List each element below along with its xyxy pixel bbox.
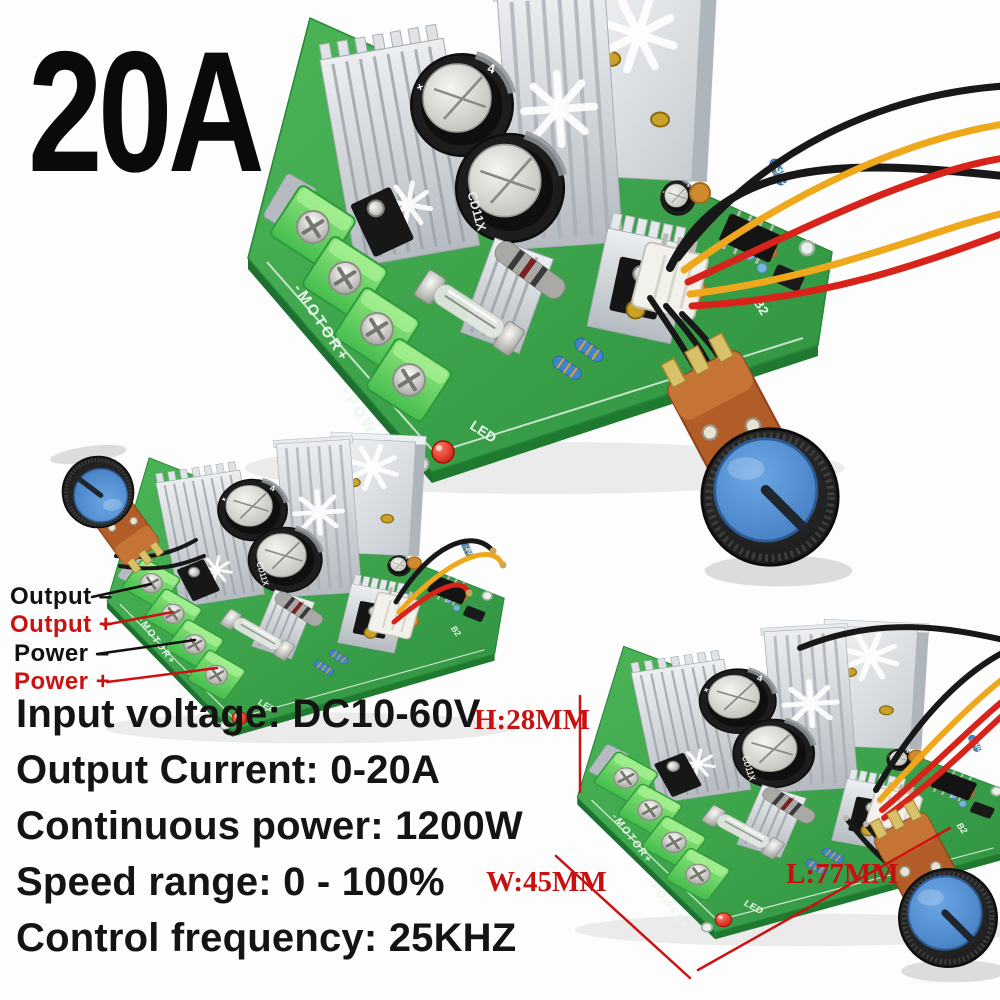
wire-black [797, 624, 1000, 651]
current-rating-label: 20A [28, 16, 265, 208]
dimension-lines [554, 694, 952, 980]
terminal-label-output-plus: Output + [10, 611, 114, 638]
wire-tip [489, 547, 497, 555]
terminal-label-output-minus: Output – [10, 583, 113, 610]
wire-yellow [877, 677, 1000, 803]
wire-red [391, 582, 471, 625]
terminal-label-power-plus: Power + [14, 668, 111, 695]
wire-black [674, 82, 1000, 262]
dimension-label-length: L:77MM [786, 858, 899, 890]
spec-input-voltage: Input voltage: DC10-60V [16, 692, 481, 736]
wire-tip [863, 821, 869, 827]
wire-tip [843, 815, 849, 821]
dimension-line-length [696, 826, 952, 972]
main-wires [647, 82, 1000, 381]
wire-red [879, 699, 1000, 813]
terminal-leader-lines [90, 582, 219, 684]
spec-control-frequency: Control frequency: 25KHZ [16, 916, 517, 960]
wire-yellow [680, 121, 1000, 274]
wire-tip [499, 561, 507, 569]
pot-wire [118, 554, 206, 571]
wire-black [393, 538, 495, 605]
dimension-label-width: W:45MM [486, 866, 607, 898]
wire-tip [465, 589, 473, 597]
dimension-line-width [554, 854, 692, 980]
wire-black [873, 650, 1000, 793]
wire-red [684, 155, 1000, 286]
leader-line-output-minus [90, 582, 153, 599]
wire-yellow [686, 210, 1000, 298]
spec-continuous-power: Continuous power: 1200W [16, 804, 523, 848]
terminal-label-power-minus: Power – [14, 640, 110, 667]
dimension-label-height: H:28MM [474, 704, 590, 736]
leader-line-output-plus [102, 610, 175, 627]
spec-output-current: Output Current: 0-20A [16, 748, 441, 792]
spec-speed-range: Speed range: 0 - 100% [16, 860, 445, 904]
leader-line-power-plus [105, 666, 219, 684]
wire-red [881, 713, 1000, 821]
wire-red [688, 230, 1000, 310]
wire-yellow [396, 552, 505, 615]
leader-line-power-minus [95, 638, 197, 656]
